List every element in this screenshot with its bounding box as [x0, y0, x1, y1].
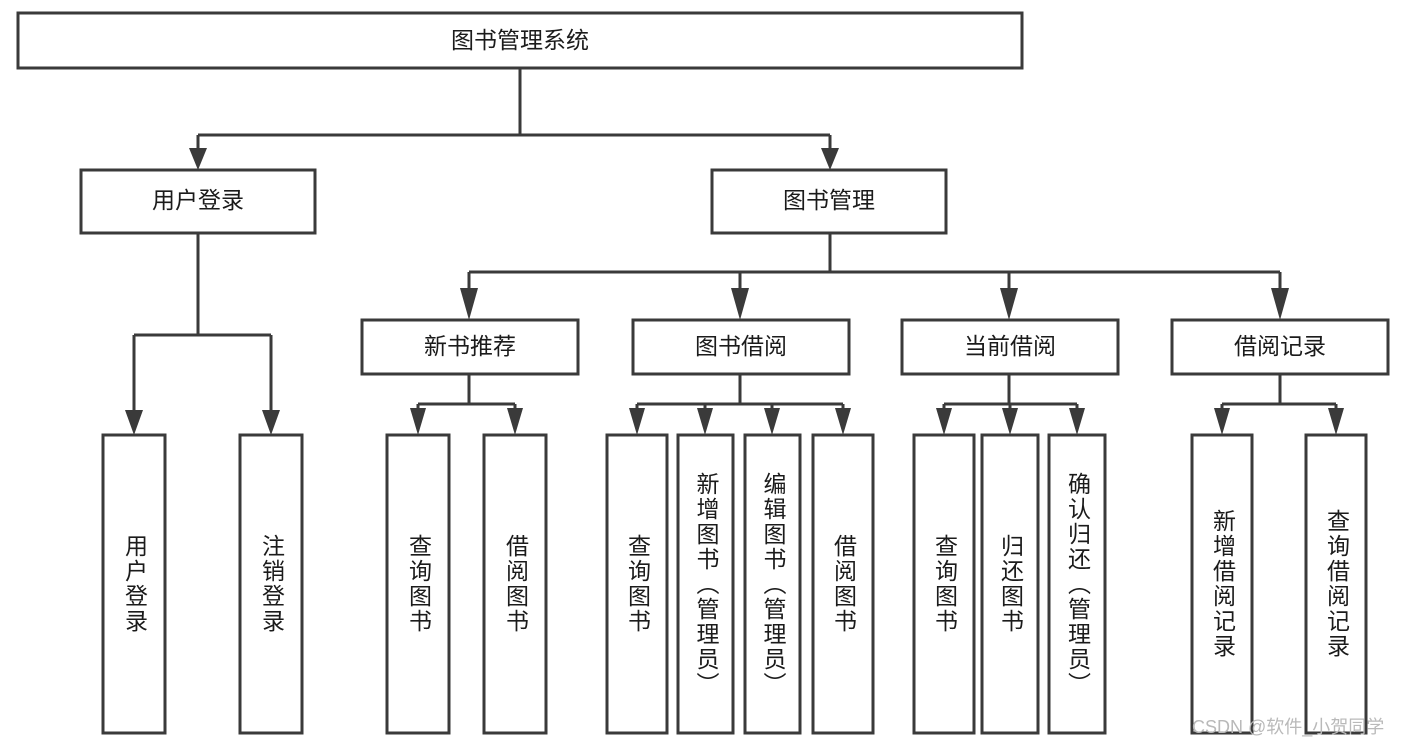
- node-book-management[interactable]: [710, 168, 948, 235]
- leaf-box-new-book-2[interactable]: [482, 433, 548, 735]
- arrow-bookmgmt-child-3: [1000, 288, 1018, 320]
- leaf-box-book-borrow-4[interactable]: [811, 433, 875, 735]
- label-current-borrow: 当前借阅: [964, 333, 1056, 359]
- node-layer: [16, 11, 1390, 735]
- arrow-borrow-child-2: [697, 408, 713, 435]
- leaf-box-book-borrow-2[interactable]: [676, 433, 735, 735]
- arrow-current-child-2: [1002, 408, 1018, 435]
- arrow-current-child-1: [936, 408, 952, 435]
- leaf-box-borrow-record-2[interactable]: [1304, 433, 1368, 735]
- arrow-borrow-child-3: [764, 408, 780, 435]
- label-root: 图书管理系统: [451, 27, 589, 53]
- node-root[interactable]: [16, 11, 1024, 70]
- label-book-borrow: 图书借阅: [695, 333, 787, 359]
- connector-layer: [125, 68, 1344, 435]
- csdn-watermark: CSDN @软件_小贺同学: [1192, 717, 1385, 737]
- leaf-box-user-login-1[interactable]: [101, 433, 167, 735]
- leaf-box-current-borrow-2[interactable]: [980, 433, 1040, 735]
- arrow-record-child-1: [1214, 408, 1230, 435]
- leaf-box-current-borrow-1[interactable]: [912, 433, 976, 735]
- label-book-management: 图书管理: [783, 187, 875, 213]
- label-layer: 图书管理系统 用户登录 图书管理 新书推荐 图书借阅 当前借阅 借阅记录: [152, 27, 1326, 359]
- leaf-box-book-borrow-3[interactable]: [743, 433, 802, 735]
- node-new-book-recommend[interactable]: [360, 318, 580, 376]
- leaf-box-user-login-2[interactable]: [238, 433, 304, 735]
- label-user-login: 用户登录: [152, 187, 244, 213]
- leaf-box-borrow-record-1[interactable]: [1190, 433, 1254, 735]
- arrow-bookmgmt-child-1: [460, 288, 478, 320]
- arrow-bookmgmt-child-4: [1271, 288, 1289, 320]
- leaf-box-book-borrow-1[interactable]: [605, 433, 669, 735]
- node-user-login[interactable]: [79, 168, 317, 235]
- arrow-current-child-3: [1069, 408, 1085, 435]
- node-borrow-record[interactable]: [1170, 318, 1390, 376]
- node-current-borrow[interactable]: [900, 318, 1120, 376]
- arrow-borrow-child-4: [835, 408, 851, 435]
- arrow-to-book-mgmt: [821, 148, 839, 170]
- arrow-record-child-2: [1328, 408, 1344, 435]
- node-book-borrow[interactable]: [631, 318, 851, 376]
- arrow-userlogin-child-2: [262, 410, 280, 435]
- label-borrow-record: 借阅记录: [1234, 333, 1326, 359]
- arrow-to-user-login: [189, 148, 207, 170]
- arrow-bookmgmt-child-2: [731, 288, 749, 320]
- arrow-borrow-child-1: [629, 408, 645, 435]
- leaf-box-new-book-1[interactable]: [385, 433, 451, 735]
- arrow-newbook-child-2: [507, 408, 523, 435]
- arrow-newbook-child-1: [410, 408, 426, 435]
- leaf-box-current-borrow-3[interactable]: [1047, 433, 1107, 735]
- arrow-userlogin-child-1: [125, 410, 143, 435]
- label-new-book-recommend: 新书推荐: [424, 333, 516, 359]
